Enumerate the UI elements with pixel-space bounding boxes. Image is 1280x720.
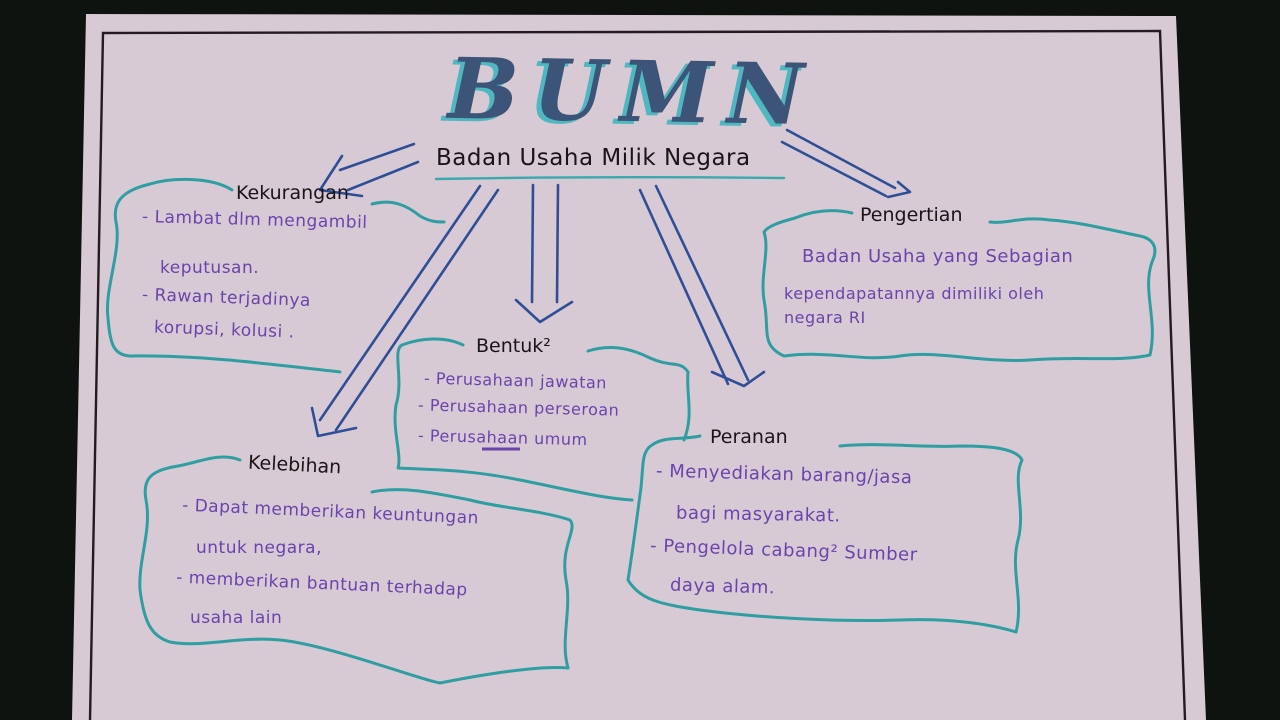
arrow-to-peranan: [638, 184, 766, 388]
pengertian-heading: Pengertian: [860, 204, 963, 226]
peranan-line-2: bagi masyarakat.: [675, 502, 841, 527]
kekurangan-box-outline: [105, 177, 446, 374]
pengertian-box-outline: [761, 209, 1157, 362]
arrow-to-kekurangan: [318, 142, 420, 198]
title-bumn: BUMN: [447, 38, 819, 145]
pengertian-line-2: kependapatannya dimiliki oleh: [784, 284, 1045, 303]
kelebihan-line-4: usaha lain: [190, 608, 283, 628]
pengertian-line-3: negara RI: [784, 308, 866, 327]
page-frame: [88, 29, 1187, 720]
peranan-heading: Peranan: [710, 426, 788, 448]
bentuk-line-1: - Perusahaan jawatan: [423, 368, 608, 393]
kelebihan-box-outline: [138, 455, 574, 685]
kelebihan-line-2: untuk negara,: [196, 538, 322, 558]
peranan-line-4: daya alam.: [669, 574, 776, 599]
kelebihan-heading: Kelebihan: [247, 451, 342, 479]
arrow-to-kelebihan: [310, 184, 500, 438]
bentuk-line-3: - Perusahaan umum: [417, 425, 588, 450]
kekurangan-line-4: korupsi, kolusi .: [153, 317, 295, 343]
subtitle-underline: [434, 176, 786, 181]
paper-sheet: [72, 14, 1206, 720]
arrow-to-bentuk: [514, 183, 574, 324]
bentuk-heading: Bentuk²: [476, 335, 551, 357]
peranan-box-outline: [626, 434, 1024, 634]
pengertian-line-1: Badan Usaha yang Sebagian: [802, 246, 1074, 267]
arrow-to-pengertian: [780, 128, 912, 199]
kekurangan-heading: Kekurangan: [236, 182, 349, 204]
kekurangan-line-2: keputusan.: [160, 258, 260, 278]
subtitle-badan-usaha-milik-negara: Badan Usaha Milik Negara: [436, 145, 751, 171]
bentuk-box-outline: [393, 337, 691, 502]
